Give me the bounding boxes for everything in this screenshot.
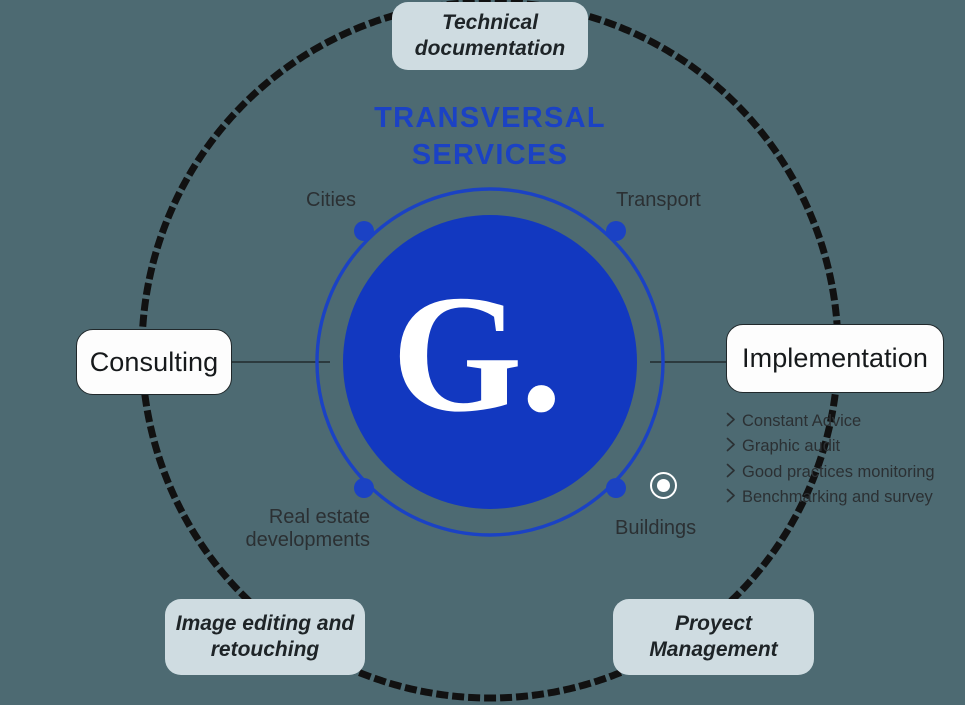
box-technical-documentation[interactable]: Technical documentation <box>392 2 588 70</box>
list-item-label: Constant Advice <box>742 412 862 430</box>
box-implementation[interactable]: Implementation <box>726 324 944 393</box>
list-item: Benchmarking and survey <box>724 486 964 508</box>
chevron-right-icon <box>724 436 739 453</box>
box-image-editing[interactable]: Image editing and retouching <box>165 599 365 675</box>
box-consulting[interactable]: Consulting <box>76 329 232 395</box>
orbit-label-real-estate-developments: Real estate developments <box>245 506 370 551</box>
list-item-label: Graphic audit <box>742 437 841 456</box>
orbit-node-transport <box>606 221 626 241</box>
chevron-right-icon <box>724 487 739 504</box>
orbit-label-buildings: Buildings <box>615 517 697 539</box>
implementation-service-list: Constant Advice Graphic audit Good pract… <box>724 410 964 511</box>
core-disc <box>343 215 637 509</box>
list-item: Good practices monitoring <box>724 461 964 483</box>
list-item: Graphic audit <box>724 435 964 457</box>
chevron-right-icon <box>724 462 739 479</box>
orbit-label-cities: Cities <box>306 189 357 211</box>
orbit-node-real-estate <box>354 478 374 498</box>
orbit-node-buildings <box>606 478 626 498</box>
list-item-label: Benchmarking and survey <box>742 487 933 506</box>
page-title: TRANSVERSAL SERVICES <box>374 102 606 172</box>
list-item-label: Good practices monitoring <box>742 462 935 481</box>
list-item: Constant Advice <box>724 410 964 432</box>
orbit-label-transport: Transport <box>616 189 701 211</box>
orbit-ring <box>315 187 665 537</box>
chevron-right-icon <box>724 411 739 428</box>
box-project-management[interactable]: Proyect Management <box>613 599 814 675</box>
orbit-node-cities <box>354 221 374 241</box>
